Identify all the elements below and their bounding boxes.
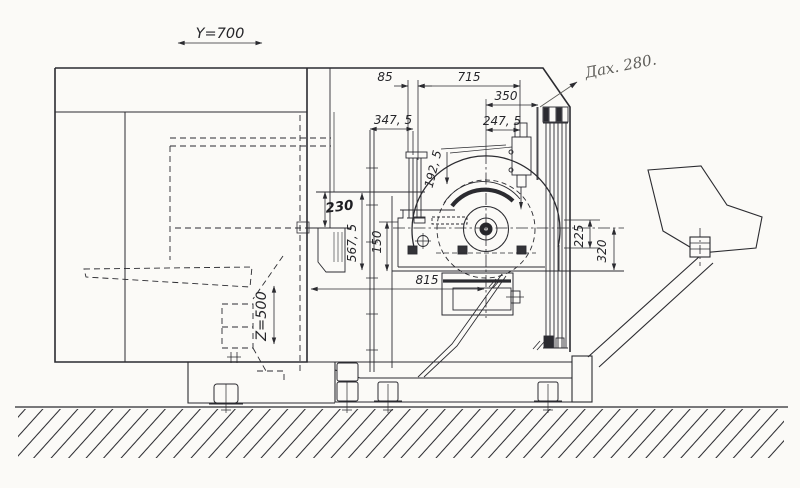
label-815: 815 <box>416 273 439 287</box>
support-strut <box>417 273 507 378</box>
dimension-lines <box>177 40 617 345</box>
spindle-housing <box>393 99 624 318</box>
conveyor-discharge <box>647 165 763 254</box>
machine-outline <box>54 67 571 363</box>
feet-centerlines <box>221 382 553 413</box>
foot <box>336 381 359 402</box>
label-347-5: 347, 5 <box>374 113 412 127</box>
note-leader <box>539 81 578 108</box>
hidden-geometry <box>83 115 331 384</box>
cross-slide <box>316 68 428 372</box>
label-y-travel: Y=700 <box>196 26 245 42</box>
headstock <box>308 209 624 273</box>
label-230: 230 <box>325 197 355 216</box>
clamp-symbol <box>227 352 241 363</box>
handwritten-note: Дах. 280. <box>582 50 658 82</box>
leveling-feet <box>213 362 559 404</box>
label-247-5: 247, 5 <box>483 114 521 128</box>
ground-hatching <box>18 409 784 458</box>
label-225: 225 <box>572 225 586 248</box>
break-mark <box>532 340 545 351</box>
label-715: 715 <box>458 70 481 84</box>
label-320: 320 <box>595 239 609 262</box>
cabinet-latch <box>296 221 310 234</box>
label-567-5: 567, 5 <box>345 224 359 262</box>
label-192-5: 192, 5 <box>422 149 445 189</box>
foot <box>336 362 359 382</box>
chuck-arc <box>450 187 515 208</box>
label-150: 150 <box>370 230 384 253</box>
label-350: 350 <box>495 89 518 103</box>
slide-bracket <box>317 228 346 273</box>
dimension-labels: Y=700 85 715 350 247, 5 347, 5 192, 5 23… <box>196 26 658 342</box>
machine-structure <box>54 67 763 413</box>
tailstock-arm-hidden <box>83 266 253 288</box>
label-85: 85 <box>377 70 392 84</box>
break-mark <box>488 278 501 289</box>
way-covers <box>536 106 569 349</box>
rear-support <box>571 355 593 403</box>
label-z-travel: Z=500 <box>254 291 270 342</box>
conveyor-chute <box>587 255 701 358</box>
ground <box>15 406 788 458</box>
lower-guard <box>417 272 545 378</box>
chip-conveyor <box>587 165 763 368</box>
